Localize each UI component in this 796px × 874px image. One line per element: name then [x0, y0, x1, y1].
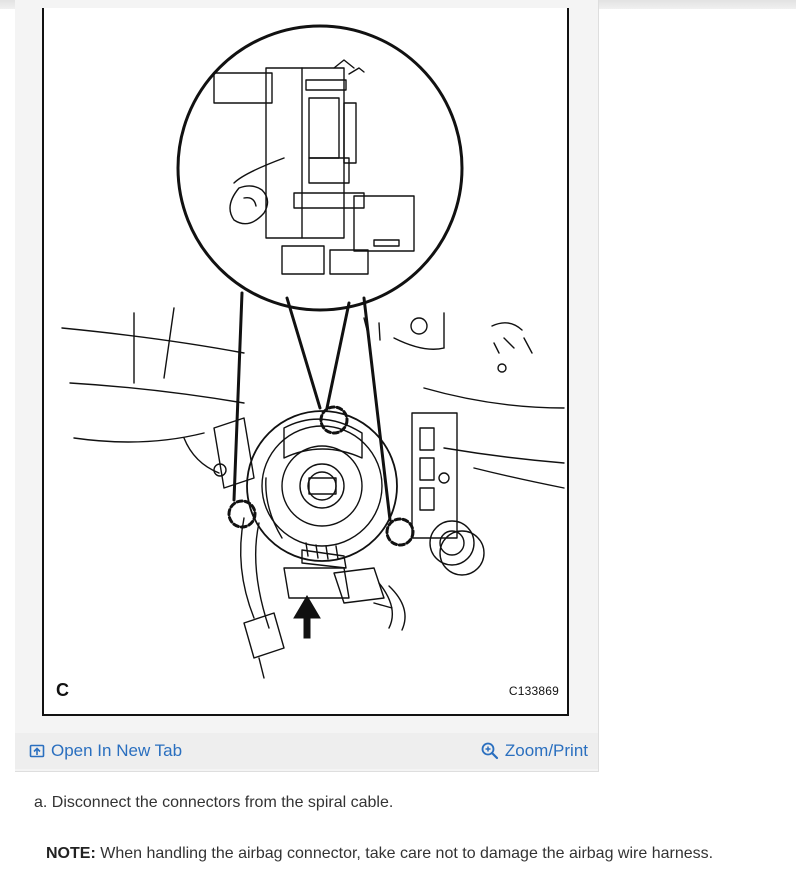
figure-code: C133869: [508, 684, 559, 698]
zoom-print-label: Zoom/Print: [504, 741, 588, 760]
figure-card: C C133869 Open In New Tab Zoom/Print: [15, 0, 599, 772]
figure-frame[interactable]: C C133869: [42, 8, 569, 716]
figure-letter: C: [56, 680, 69, 700]
figure-actions-bar: Open In New Tab Zoom/Print: [15, 733, 598, 769]
note-body: When handling the airbag connector, take…: [95, 845, 714, 862]
note-paragraph: NOTE: When handling the airbag connector…: [46, 845, 786, 863]
step-a-text: a. Disconnect the connectors from the sp…: [34, 794, 394, 811]
spiral-cable-illustration: [61, 24, 565, 679]
open-in-new-tab-icon: [29, 744, 45, 758]
zoom-in-icon: [481, 742, 498, 760]
open-in-new-tab-label: Open In New Tab: [51, 741, 183, 760]
zoom-print-link[interactable]: Zoom/Print: [481, 739, 588, 763]
open-in-new-tab-link[interactable]: Open In New Tab: [29, 739, 182, 763]
note-label: NOTE:: [46, 845, 96, 862]
